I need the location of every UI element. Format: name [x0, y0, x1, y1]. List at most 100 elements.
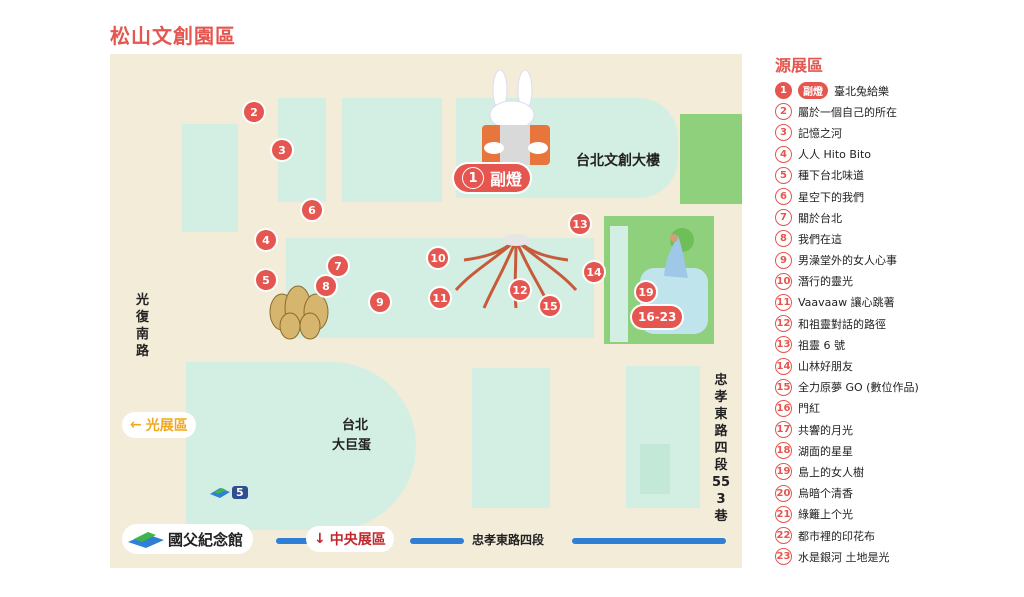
- building-label: 台北文創大樓: [576, 153, 660, 169]
- marker-4[interactable]: 4: [256, 230, 276, 250]
- metro-logo-icon: [128, 532, 164, 548]
- marker-1-number: 1: [462, 167, 484, 189]
- marker-14[interactable]: 14: [584, 262, 604, 282]
- marker-5[interactable]: 5: [256, 270, 276, 290]
- marker-9[interactable]: 9: [370, 292, 390, 312]
- tree-woman-icon: [664, 228, 694, 278]
- zone-south-link[interactable]: ↓ 中央展區: [306, 526, 394, 552]
- station-link[interactable]: 國父紀念館: [122, 524, 254, 554]
- legend-item[interactable]: 22 都市裡的印花布: [775, 525, 1015, 546]
- legend-item-label: 和祖靈對話的路徑: [798, 317, 886, 331]
- park-map: 台北文創大樓: [110, 54, 742, 568]
- road-east-label: 忠孝東路四段553巷: [711, 373, 731, 524]
- zone-west-link[interactable]: ← 光展區: [122, 412, 196, 438]
- blue-road-2: [410, 538, 464, 544]
- green-strip-east: [680, 114, 742, 204]
- dome-label-2: 大巨蛋: [332, 438, 372, 453]
- legend-item[interactable]: 20 烏暗个清香: [775, 483, 1015, 504]
- dome-label-1: 台北: [342, 418, 369, 433]
- legend-item-label: 星空下的我們: [798, 190, 864, 204]
- garlic-sculpture-icon: [269, 285, 329, 340]
- marker-1[interactable]: 1 副燈: [454, 164, 531, 192]
- legend-item-number: 10: [775, 272, 792, 290]
- legend-item-label: 門紅: [798, 402, 820, 416]
- legend-item[interactable]: 10 潛行的靈光: [775, 271, 1015, 292]
- legend-item-number: 23: [775, 548, 792, 566]
- legend-item-number: 19: [775, 463, 792, 481]
- zone-south-label: 中央展區: [329, 532, 386, 548]
- legend-item-label: 關於台北: [798, 211, 842, 225]
- legend-title: 源展區: [775, 56, 824, 75]
- rabbit-lantern-icon: [482, 70, 550, 165]
- marker-3[interactable]: 3: [272, 140, 292, 160]
- legend-item-number: 11: [775, 293, 792, 311]
- block-southeast-1: [472, 368, 550, 508]
- marker-19[interactable]: 19: [636, 282, 656, 302]
- legend-item-label: 我們在這: [798, 232, 842, 246]
- legend-item-label: 祖靈 6 號: [798, 338, 845, 352]
- legend-item-number: 20: [775, 484, 792, 502]
- legend-item-number: 18: [775, 442, 792, 460]
- road-south-label: 忠孝東路四段: [472, 533, 545, 547]
- marker-11[interactable]: 11: [430, 288, 450, 308]
- legend-item-label: 綠籬上个光: [798, 508, 853, 522]
- legend-item[interactable]: 14 山林好朋友: [775, 355, 1015, 376]
- marker-13[interactable]: 13: [570, 214, 590, 234]
- legend-item-number: 16: [775, 399, 792, 417]
- legend-item-badge: 副燈: [798, 82, 828, 100]
- legend-item-label: 都市裡的印花布: [798, 529, 875, 543]
- legend-item-label: 島上的女人樹: [798, 465, 864, 479]
- legend-item-label: 烏暗个清香: [798, 487, 853, 501]
- legend-item[interactable]: 19 島上的女人樹: [775, 461, 1015, 482]
- marker-7[interactable]: 7: [328, 256, 348, 276]
- marker-15[interactable]: 15: [540, 296, 560, 316]
- legend-item-label: 記憶之河: [798, 126, 842, 140]
- legend-item-label: 山林好朋友: [798, 360, 853, 374]
- legend-item-label: 男澡堂外的女人心事: [798, 254, 897, 268]
- legend-item-number: 21: [775, 505, 792, 523]
- legend-item-number: 14: [775, 357, 792, 375]
- legend-item-label: 潛行的靈光: [798, 275, 853, 289]
- marker-6[interactable]: 6: [302, 200, 322, 220]
- marker-12[interactable]: 12: [510, 280, 530, 300]
- blue-road-1: [276, 538, 310, 544]
- marker-10[interactable]: 10: [428, 248, 448, 268]
- zone-west-label: 光展區: [145, 418, 188, 434]
- root-sculpture-icon: [454, 234, 578, 309]
- blue-road-3: [572, 538, 726, 544]
- legend-item-number: 1: [775, 82, 792, 100]
- legend-item-number: 2: [775, 103, 792, 121]
- legend-item-label: 種下台北味道: [798, 169, 864, 183]
- station-name: 國父紀念館: [168, 530, 244, 549]
- legend-item-number: 22: [775, 527, 792, 545]
- marker-2[interactable]: 2: [244, 102, 264, 122]
- legend-item[interactable]: 21 綠籬上个光: [775, 504, 1015, 525]
- metro-icon: [210, 488, 230, 498]
- block-southeast-4: [678, 366, 700, 508]
- legend-item[interactable]: 16 門紅: [775, 398, 1015, 419]
- arrow-down-icon: ↓: [314, 531, 326, 547]
- block-northwest: [182, 124, 238, 232]
- road-west-label: 光復南路: [136, 293, 150, 359]
- marker-8[interactable]: 8: [316, 276, 336, 296]
- block-southeast-3: [640, 444, 670, 494]
- marker-16-23[interactable]: 16-23: [632, 306, 683, 328]
- legend-item-label: 全力原夢 GO (數位作品): [798, 381, 919, 395]
- legend-item-number: 4: [775, 145, 792, 163]
